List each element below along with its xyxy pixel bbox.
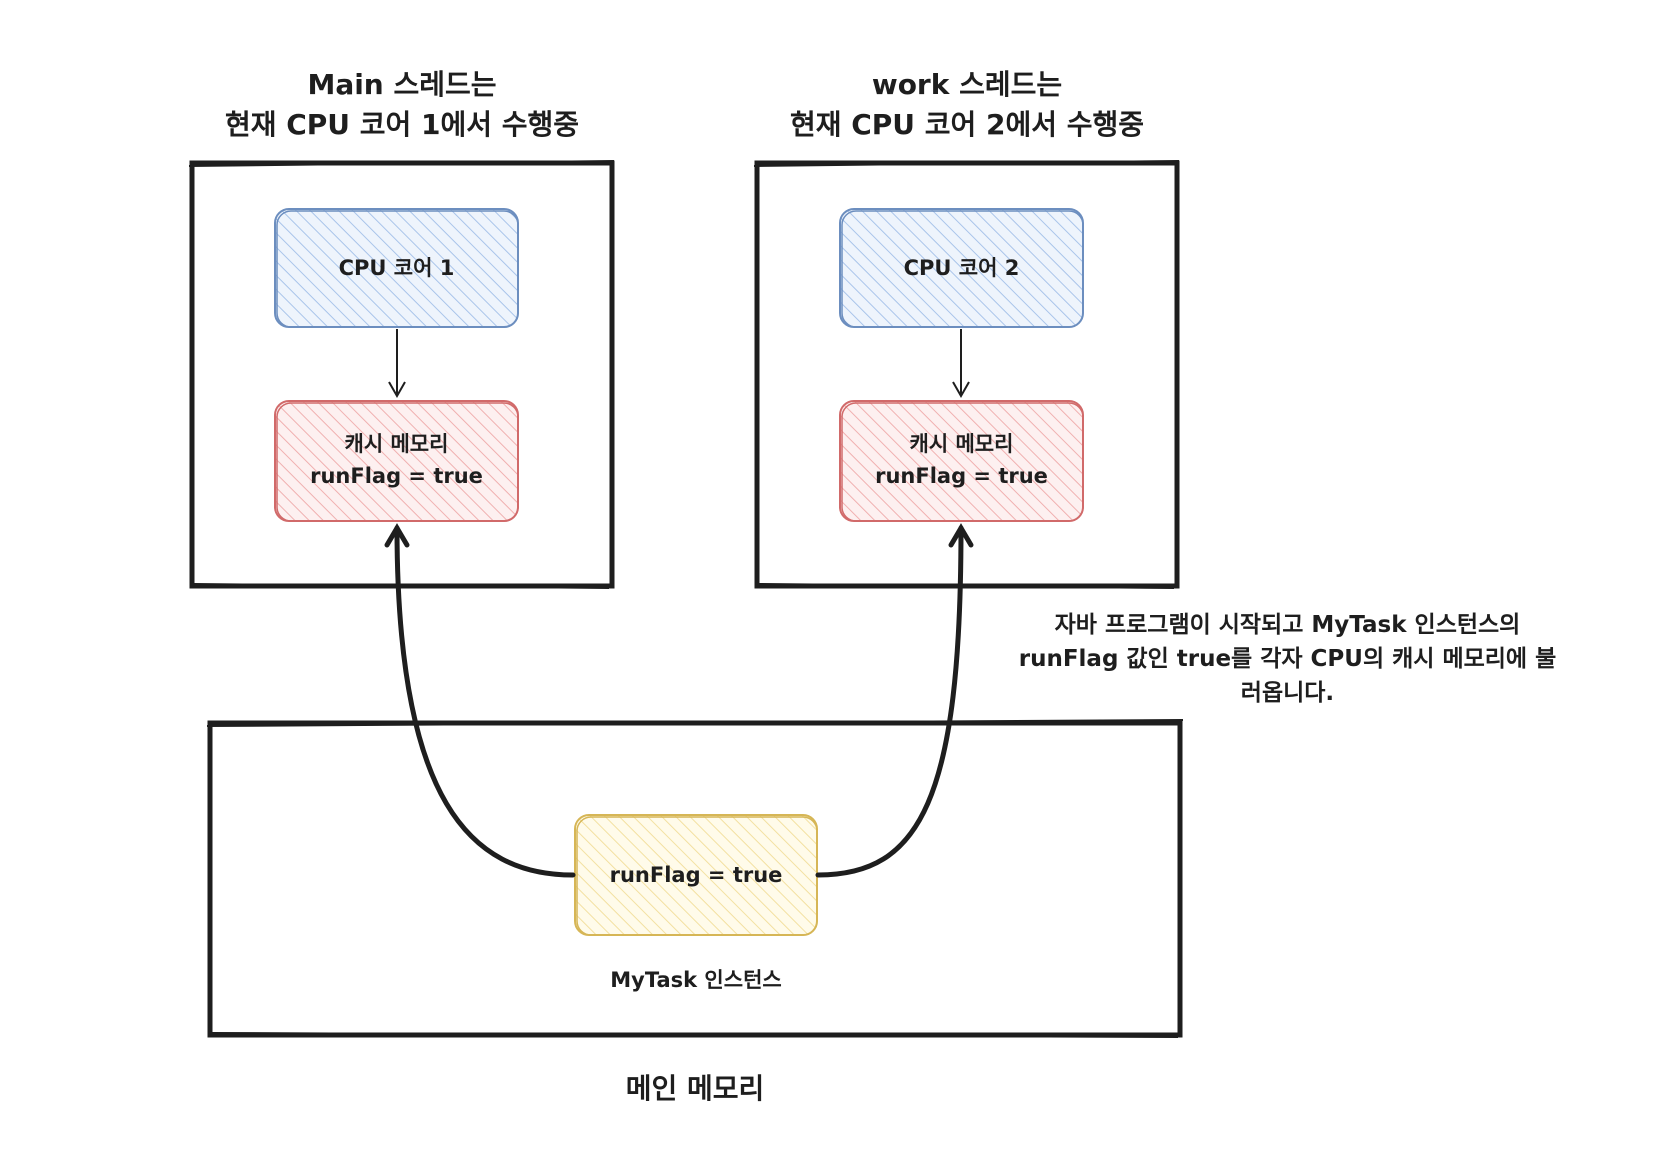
cache-memory-1-value: runFlag = true (310, 464, 483, 488)
thread-title-main: Main 스레드는 현재 CPU 코어 1에서 수행중 (192, 65, 612, 145)
load-arrow-to-cache-1 (384, 523, 576, 878)
cache-memory-1-box (274, 400, 519, 522)
cpu-core-1-box (274, 208, 519, 328)
cache-memory-1-label: 캐시 메모리 runFlag = true (275, 428, 518, 492)
cpu-to-cache-arrow-2 (952, 329, 970, 399)
thread-title-main-line2: 현재 CPU 코어 1에서 수행중 (224, 108, 580, 141)
cpu-core-2-label: CPU 코어 2 (903, 256, 1020, 280)
thread-title-work: work 스레드는 현재 CPU 코어 2에서 수행중 (757, 65, 1177, 145)
thread-title-work-line1: work 스레드는 (871, 68, 1063, 101)
cache-memory-2-value: runFlag = true (875, 464, 1048, 488)
cache-memory-1-title: 캐시 메모리 (344, 432, 449, 456)
thread-container-main (188, 160, 615, 589)
annotation-line2: runFlag 값인 true를 각자 CPU의 캐시 메모리에 불 (1018, 646, 1557, 672)
mytask-instance-value: runFlag = true (609, 863, 783, 887)
annotation-line3: 러옵니다. (1240, 680, 1335, 706)
annotation-note: 자바 프로그램이 시작되고 MyTask 인스턴스의 runFlag 값인 tr… (975, 608, 1600, 710)
cache-memory-2-title: 캐시 메모리 (909, 432, 1014, 456)
thread-title-work-line2: 현재 CPU 코어 2에서 수행중 (789, 108, 1145, 141)
main-memory-container (206, 719, 1184, 1038)
cache-memory-2-box (839, 400, 1084, 522)
cpu-to-cache-arrow-1 (388, 329, 406, 399)
thread-container-work (753, 160, 1180, 589)
main-memory-label: 메인 메모리 (625, 1072, 765, 1105)
mytask-instance-label: MyTask 인스턴스 (610, 968, 782, 992)
thread-title-main-line1: Main 스레드는 (307, 68, 497, 101)
cpu-core-2-box (839, 208, 1084, 328)
load-arrow-to-cache-2 (815, 523, 974, 878)
cpu-core-1-label: CPU 코어 1 (338, 256, 455, 280)
cache-memory-2-label: 캐시 메모리 runFlag = true (840, 428, 1083, 492)
annotation-line1: 자바 프로그램이 시작되고 MyTask 인스턴스의 (1054, 612, 1521, 638)
